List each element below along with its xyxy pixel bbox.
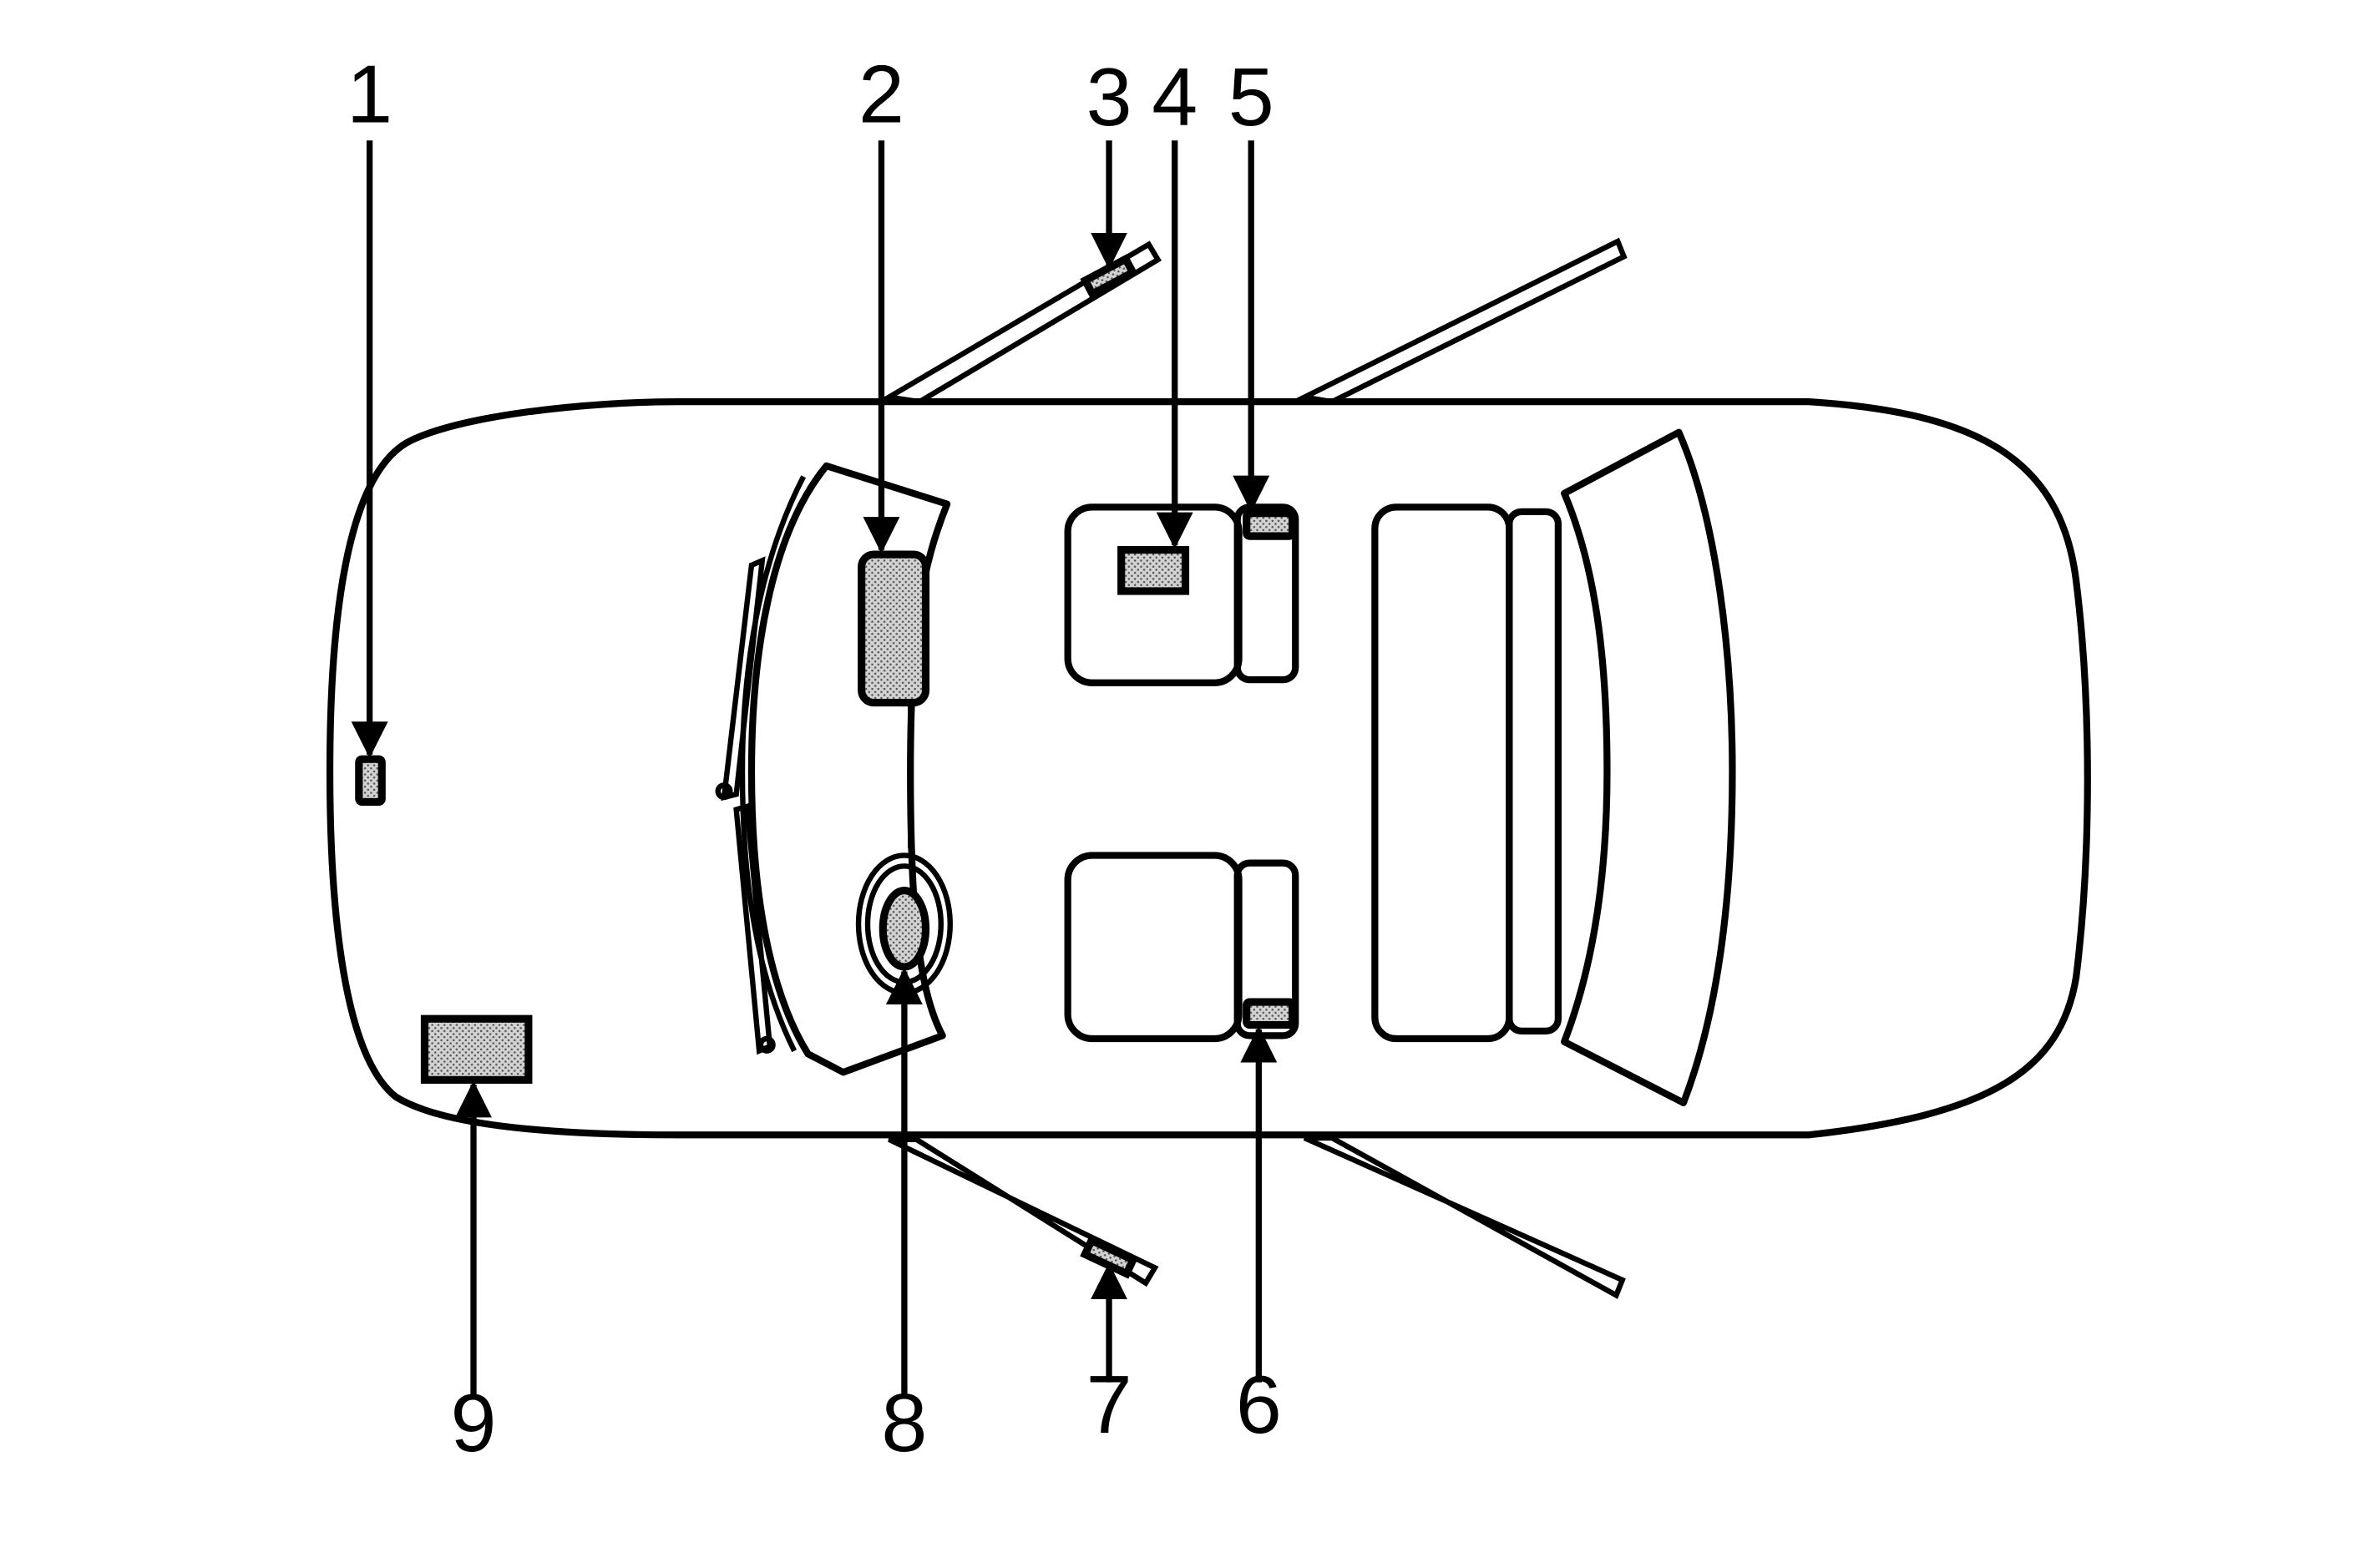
component-9 [420, 1014, 533, 1084]
rear-seat [1371, 503, 1562, 1043]
component-2 [858, 550, 930, 707]
front-door-left-frame [881, 240, 1162, 405]
callout-5: 5 [1228, 51, 1274, 143]
callout-9: 9 [451, 1377, 497, 1469]
vehicle-body [326, 398, 2091, 1139]
callout-2: 2 [858, 48, 904, 139]
component-6 [1243, 998, 1297, 1029]
callout-1: 1 [347, 48, 392, 139]
callout-8: 8 [881, 1377, 927, 1469]
rear-window [1561, 428, 1736, 1106]
rear-door-right-frame [1303, 1135, 1626, 1299]
rear-door-left-frame [1295, 237, 1628, 405]
component-8 [879, 886, 930, 971]
wiper-blade-upper [715, 556, 766, 802]
callout-7: 7 [1086, 1358, 1132, 1450]
component-5 [1243, 509, 1297, 540]
callout-4: 4 [1152, 51, 1198, 143]
callout-3: 3 [1086, 51, 1132, 143]
component-1 [355, 755, 386, 807]
callout-6: 6 [1236, 1358, 1282, 1450]
wiper-blade-lower [733, 802, 776, 1055]
component-4 [1117, 546, 1190, 595]
